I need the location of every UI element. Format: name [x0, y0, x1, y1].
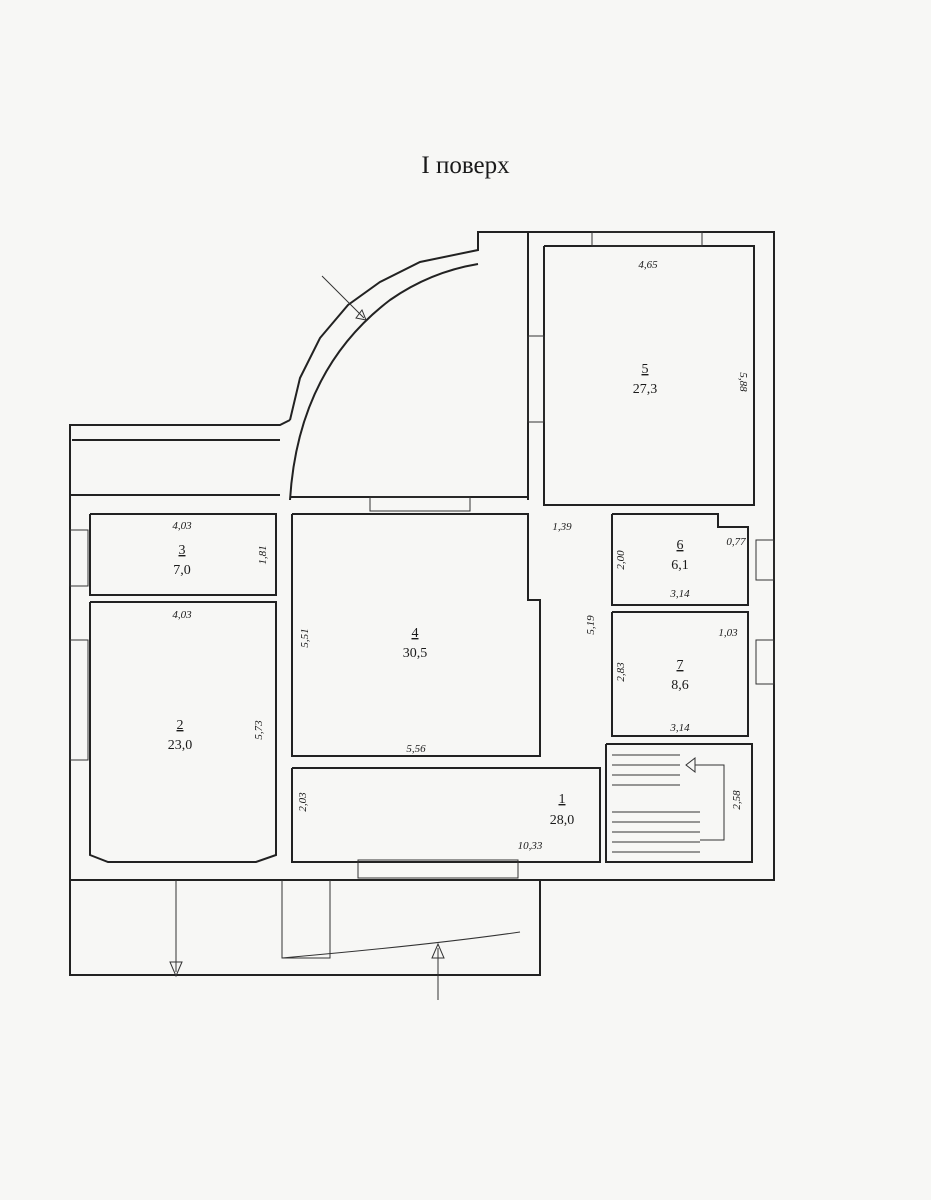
- dimension: 1,81: [257, 545, 269, 564]
- dimension: 2,00: [615, 550, 627, 570]
- windows: [69, 231, 775, 879]
- room-area: 30,5: [403, 646, 428, 661]
- outer-walls: [69, 231, 775, 881]
- dimension: 1,03: [718, 627, 738, 639]
- floor-title: I поверх: [421, 152, 510, 179]
- room-number: 4: [412, 626, 419, 641]
- room-area: 8,6: [671, 678, 689, 693]
- room-area: 27,3: [633, 382, 658, 397]
- dimension: 2,58: [731, 790, 743, 810]
- entrance-porch: [69, 275, 541, 1000]
- dimension: 0,77: [726, 536, 746, 548]
- dimension: 4,03: [172, 520, 192, 532]
- room-number: 5: [642, 362, 649, 377]
- dimension: 5,56: [406, 743, 426, 755]
- room-outlines: [89, 513, 753, 863]
- room-area: 23,0: [168, 738, 193, 753]
- dimension: 5,19: [585, 615, 597, 635]
- dimension: 5,51: [299, 628, 311, 647]
- room-number: 1: [559, 792, 566, 807]
- room-area: 28,0: [550, 813, 575, 828]
- dimension: 1,39: [552, 521, 572, 533]
- dimension: 5,73: [253, 720, 265, 740]
- dimension-labels: 4,65 5,88 4,03 1,81 4,03 5,51 5,56 5,73 …: [172, 259, 749, 852]
- dimension: 4,65: [638, 259, 658, 271]
- room-number: 7: [677, 658, 684, 673]
- dimension: 4,03: [172, 609, 192, 621]
- room-number: 3: [179, 543, 186, 558]
- dimension: 3,14: [669, 588, 690, 600]
- room-number: 2: [177, 718, 184, 733]
- dimension: 2,83: [615, 662, 627, 682]
- dimension: 3,14: [669, 722, 690, 734]
- staircase: [612, 754, 725, 853]
- dimension: 2,03: [297, 792, 309, 812]
- room-area: 6,1: [671, 558, 689, 573]
- dimension: 10,33: [518, 840, 543, 852]
- room-area: 7,0: [173, 563, 191, 578]
- room-number: 6: [677, 538, 684, 553]
- dimension: 5,88: [737, 372, 749, 392]
- room-labels: 1 28,0 2 23,0 3 7,0 4 30,5 5 27,3 6 6,1 …: [168, 362, 689, 828]
